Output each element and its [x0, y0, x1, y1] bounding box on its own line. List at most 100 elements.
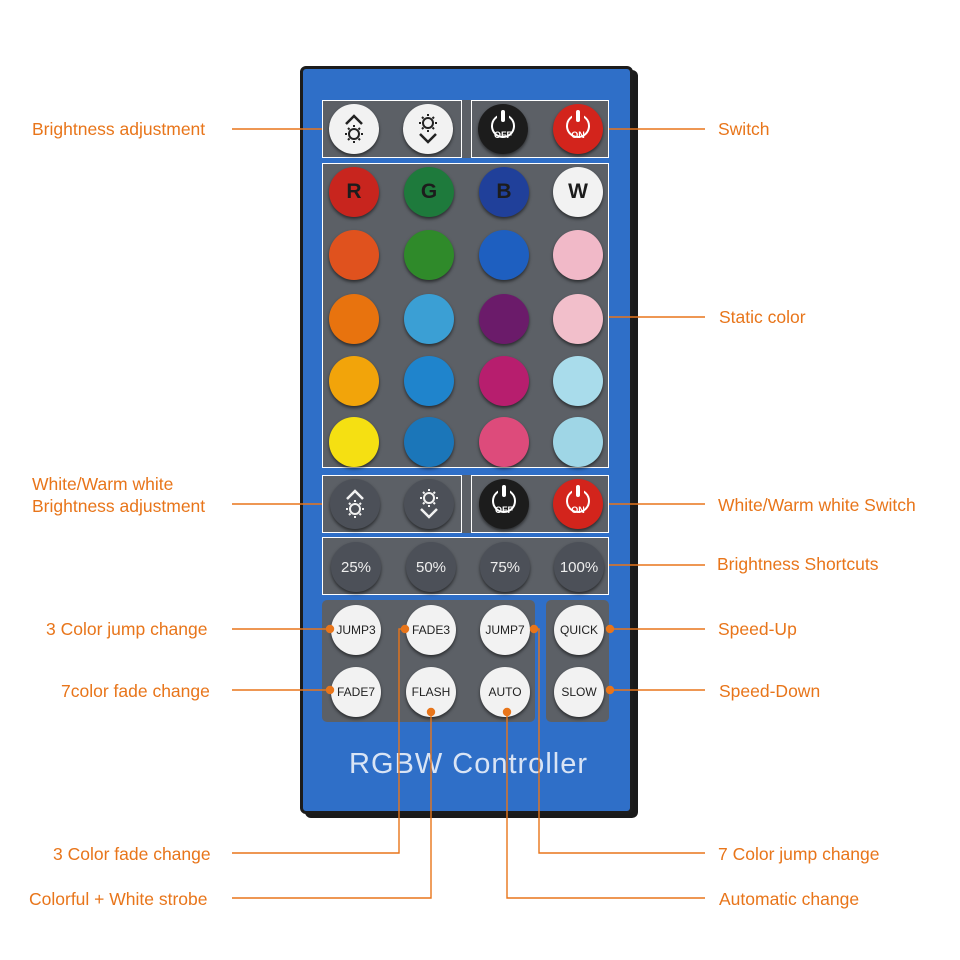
label-3-color-fade: 3 Color fade change [53, 844, 211, 864]
ww-brightness-outline [322, 475, 462, 533]
leader-dot [605, 624, 615, 634]
color-button[interactable] [404, 417, 454, 467]
on-button[interactable]: ON [553, 104, 603, 154]
blue-letter: B [496, 180, 512, 203]
jump7-button[interactable]: JUMP7 [480, 605, 530, 655]
ww-brightness-down-button[interactable] [404, 479, 454, 529]
slow-button[interactable]: SLOW [554, 667, 604, 717]
red-letter: R [346, 180, 362, 203]
ww-on-button[interactable]: ON [553, 479, 603, 529]
color-button[interactable] [329, 294, 379, 344]
label-brightness-shortcuts: Brightness Shortcuts [717, 554, 879, 574]
color-button[interactable] [479, 294, 529, 344]
color-button[interactable] [479, 356, 529, 406]
off-button[interactable]: OFF [478, 104, 528, 154]
power-icon-bar [576, 485, 580, 497]
green-letter: G [420, 180, 438, 203]
leader-dot [426, 707, 436, 717]
on-label: ON [571, 505, 585, 515]
leader-flash [232, 712, 432, 899]
label-strobe: Colorful + White strobe [29, 889, 208, 909]
color-button[interactable] [553, 294, 603, 344]
shortcut-label: 75% [489, 558, 521, 576]
label-speed-up: Speed-Up [718, 619, 797, 639]
label-switch: Switch [718, 119, 770, 139]
power-icon-bar [501, 110, 505, 122]
static-color-outline [322, 163, 609, 468]
label-7-color-fade: 7color fade change [61, 681, 210, 701]
on-label: ON [571, 130, 585, 140]
sun-brightness-up-icon [345, 114, 363, 143]
sun-brightness-down-icon [419, 114, 437, 144]
leader-fade3 [232, 628, 405, 854]
brightness-down-button[interactable] [403, 104, 453, 154]
brightness-group-outline [322, 100, 462, 158]
label-ww-brightness-line1: White/Warm white [32, 474, 174, 494]
color-button[interactable] [479, 230, 529, 280]
remote-brand-text: RGBW Controller [349, 748, 588, 780]
shortcut-25-button[interactable]: 25% [331, 542, 381, 592]
label-ww-switch: White/Warm white Switch [718, 495, 916, 515]
jump3-button[interactable]: JUMP3 [331, 605, 381, 655]
color-button[interactable] [329, 230, 379, 280]
jump3-label: JUMP3 [336, 623, 376, 637]
power-icon-bar [502, 485, 506, 497]
ww-brightness-up-button[interactable] [330, 479, 380, 529]
label-3-color-jump: 3 Color jump change [46, 619, 208, 639]
color-button[interactable] [553, 356, 603, 406]
leader-jump7 [534, 628, 705, 854]
leader-dot [529, 624, 539, 634]
sun-brightness-up-icon [346, 489, 364, 518]
shortcut-label: 25% [340, 558, 372, 576]
color-button[interactable] [553, 417, 603, 467]
shortcut-label: 100% [559, 558, 599, 576]
jump7-label: JUMP7 [485, 623, 525, 637]
color-button[interactable] [329, 356, 379, 406]
leader-dot [502, 707, 512, 717]
red-button[interactable]: R [329, 167, 379, 217]
shortcut-50-button[interactable]: 50% [406, 542, 456, 592]
label-automatic: Automatic change [719, 889, 860, 909]
fade7-button[interactable]: FADE7 [331, 667, 381, 717]
sun-brightness-down-icon [420, 489, 438, 519]
color-button[interactable] [329, 417, 379, 467]
fade3-label: FADE3 [411, 623, 450, 637]
leader-dot [400, 624, 410, 634]
slow-label: SLOW [561, 685, 597, 699]
shortcut-100-button[interactable]: 100% [554, 542, 604, 592]
fade7-label: FADE7 [336, 685, 375, 699]
blue-button[interactable]: B [479, 167, 529, 217]
leader-dot [325, 624, 335, 634]
white-letter: W [568, 180, 588, 203]
flash-label: FLASH [411, 685, 451, 699]
off-label: OFF [494, 130, 512, 140]
fade3-button[interactable]: FADE3 [406, 605, 456, 655]
ww-switch-outline [471, 475, 609, 533]
color-button[interactable] [404, 230, 454, 280]
label-speed-down: Speed-Down [719, 681, 821, 701]
ww-off-button[interactable]: OFF [479, 479, 529, 529]
leader-auto [506, 712, 705, 899]
quick-button[interactable]: QUICK [554, 605, 604, 655]
shortcut-outline [322, 537, 609, 595]
brightness-up-button[interactable] [329, 104, 379, 154]
green-button[interactable]: G [404, 167, 454, 217]
label-ww-brightness-line2: Brightness adjustment [32, 496, 206, 516]
auto-label: AUTO [488, 685, 522, 699]
color-button[interactable] [404, 356, 454, 406]
color-button[interactable] [553, 230, 603, 280]
color-button[interactable] [479, 417, 529, 467]
label-static-color: Static color [719, 307, 806, 327]
shortcut-75-button[interactable]: 75% [480, 542, 530, 592]
off-label: OFF [495, 505, 513, 515]
leader-dot [605, 685, 615, 695]
color-button[interactable] [404, 294, 454, 344]
white-button[interactable]: W [553, 167, 603, 217]
shortcut-label: 50% [415, 558, 447, 576]
power-icon-bar [576, 110, 580, 122]
label-7-color-jump: 7 Color jump change [718, 844, 880, 864]
quick-label: QUICK [559, 623, 598, 637]
label-brightness-adjustment: Brightness adjustment [32, 119, 206, 139]
